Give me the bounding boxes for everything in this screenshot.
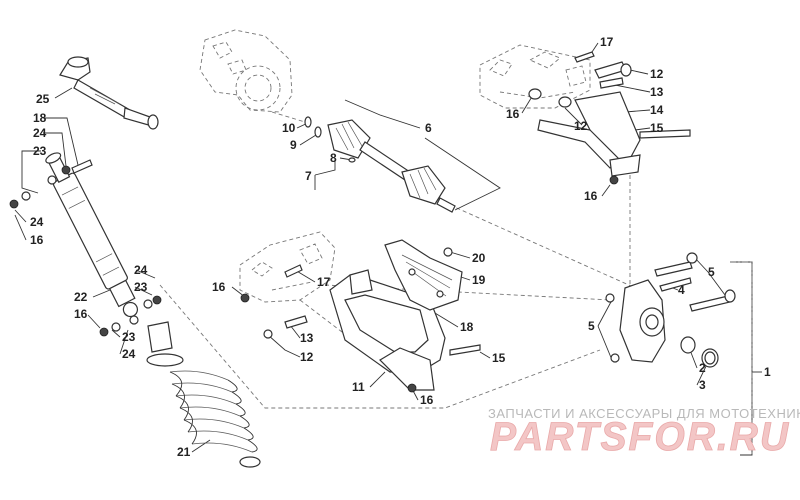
callout-8: 8 xyxy=(330,151,337,165)
callout-11: 11 xyxy=(352,380,365,394)
callout-4: 4 xyxy=(678,283,685,297)
part-14-upper-a-arm-illustration xyxy=(528,51,691,185)
callout-17: 17 xyxy=(600,35,614,49)
frame-bracket-upper-illustration xyxy=(479,44,591,109)
callout-24: 24 xyxy=(30,215,44,229)
callout-17: 17 xyxy=(317,275,331,289)
callout-7: 7 xyxy=(305,169,312,183)
callout-24: 24 xyxy=(33,126,47,140)
callout-12: 12 xyxy=(574,119,588,133)
callout-10: 10 xyxy=(282,121,296,135)
callout-16: 16 xyxy=(74,307,88,321)
part-21-coil-spring-illustration xyxy=(146,321,261,468)
callout-13: 13 xyxy=(300,331,314,345)
callout-12: 12 xyxy=(300,350,314,364)
frame-bracket-lower-illustration xyxy=(239,231,336,303)
callout-6: 6 xyxy=(425,121,432,135)
callout-25: 25 xyxy=(36,92,50,106)
callout-18: 18 xyxy=(460,320,474,334)
callout-1: 1 xyxy=(764,365,771,379)
callout-23: 23 xyxy=(134,280,148,294)
callout-16: 16 xyxy=(30,233,44,247)
watermark-tagline: ЗАПЧАСТИ И АКСЕССУАРЫ ДЛЯ МОТОТЕХНИКИ xyxy=(488,406,800,421)
callout-16: 16 xyxy=(506,107,520,121)
callout-13: 13 xyxy=(650,85,664,99)
callout-23: 23 xyxy=(122,330,136,344)
callout-16: 16 xyxy=(420,393,434,407)
shock-lower-hardware-illustration xyxy=(99,295,162,337)
callout-21: 21 xyxy=(177,445,191,459)
watermark: ЗАПЧАСТИ И АКСЕССУАРЫ ДЛЯ МОТОТЕХНИКИ PA… xyxy=(488,406,800,459)
part-22-shock-absorber-illustration xyxy=(45,152,139,318)
callout-16: 16 xyxy=(584,189,598,203)
callout-19: 19 xyxy=(472,273,486,287)
callout-24: 24 xyxy=(122,347,136,361)
callout-9: 9 xyxy=(290,138,297,152)
callout-3: 3 xyxy=(699,378,706,392)
assembly-frame-outline xyxy=(730,261,753,455)
part-1-spindle-knuckle-illustration xyxy=(605,252,736,368)
callout-15: 15 xyxy=(492,351,506,365)
leader-lines xyxy=(14,42,762,456)
callout-16: 16 xyxy=(212,280,226,294)
callout-12: 12 xyxy=(650,67,664,81)
watermark-brand-logo: PARTSFOR.RU xyxy=(490,415,790,459)
callout-24: 24 xyxy=(134,263,148,277)
callout-18: 18 xyxy=(33,111,47,125)
callout-23: 23 xyxy=(33,144,47,158)
part-25-link-illustration xyxy=(59,56,159,130)
shock-upper-hardware-illustration xyxy=(9,159,93,209)
callout-5: 5 xyxy=(588,319,595,333)
callout-20: 20 xyxy=(472,251,486,265)
callout-15: 15 xyxy=(650,121,664,135)
callout-labels: 25 18 24 23 24 16 22 16 23 24 24 23 21 1… xyxy=(30,35,771,459)
callout-22: 22 xyxy=(74,290,88,304)
callout-2: 2 xyxy=(699,361,706,375)
callout-14: 14 xyxy=(650,103,664,117)
part-6-drive-axle-illustration xyxy=(304,116,456,213)
gear-housing-illustration xyxy=(199,29,306,123)
callout-5: 5 xyxy=(708,265,715,279)
part-19-guard-plate-illustration xyxy=(384,239,463,311)
